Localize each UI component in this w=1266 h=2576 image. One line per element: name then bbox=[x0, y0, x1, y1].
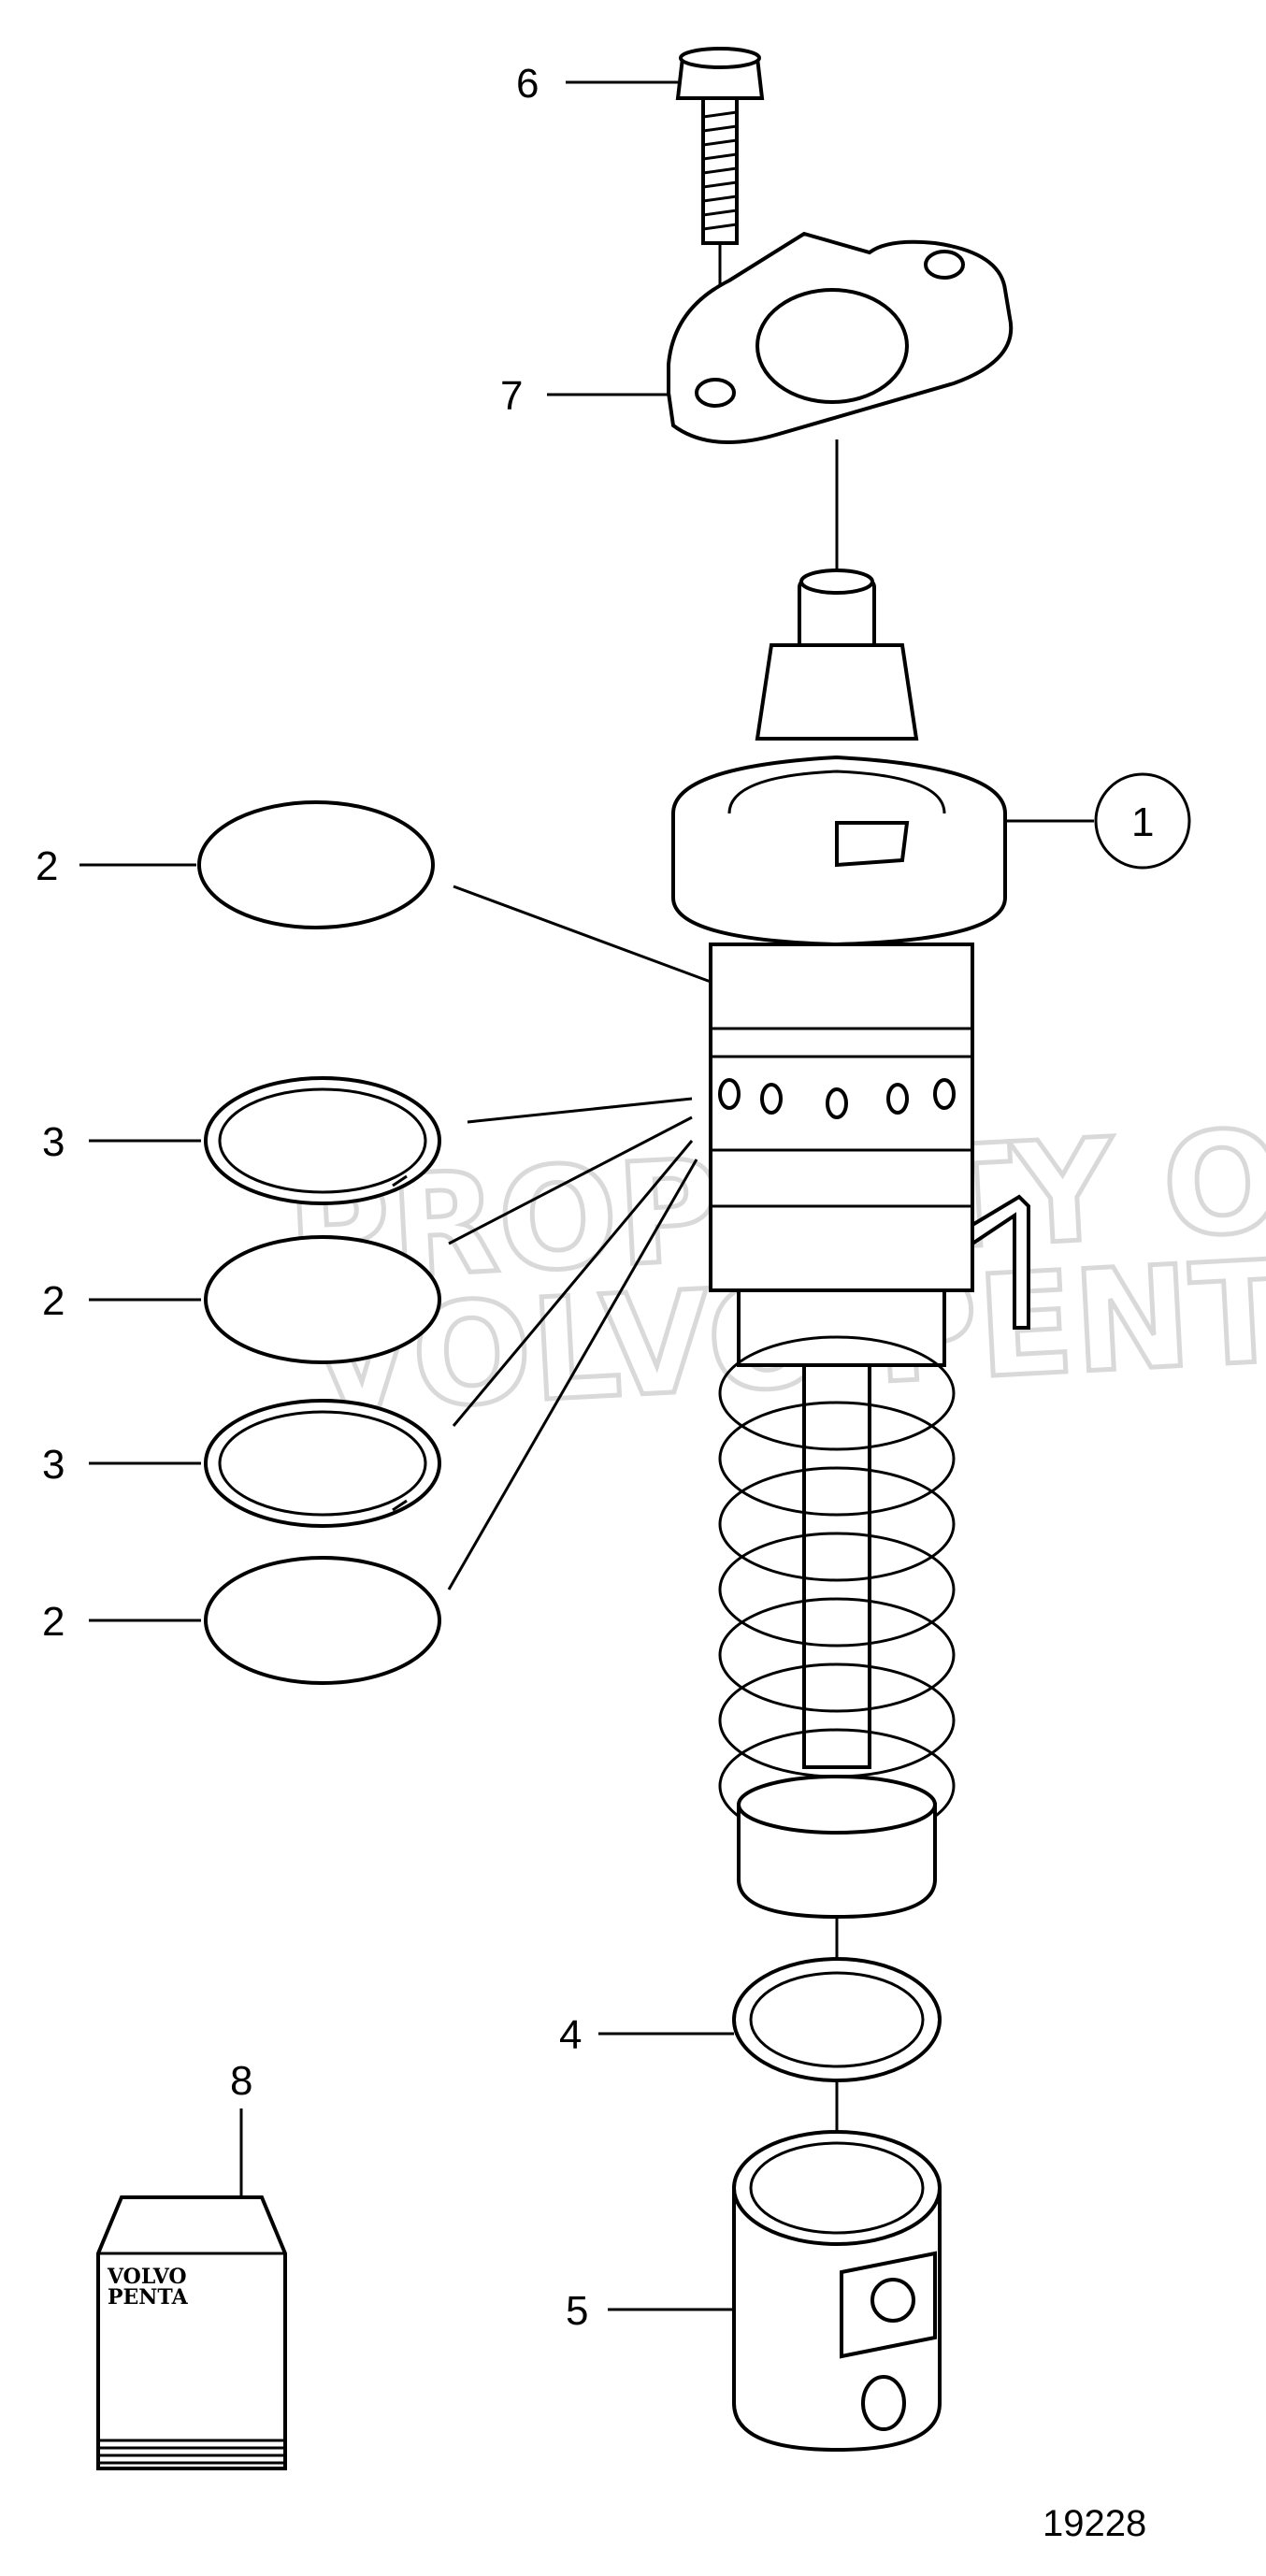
ring-upper bbox=[204, 1076, 441, 1205]
callout-7: 7 bbox=[500, 373, 523, 419]
kit-label-line1: VOLVO bbox=[107, 2265, 187, 2289]
sleeve-part bbox=[732, 2130, 942, 2453]
ring-lower bbox=[204, 1399, 441, 1528]
leader-lines bbox=[79, 80, 1094, 2311]
pump-body-part bbox=[671, 568, 1030, 1920]
o-ring-middle bbox=[204, 1235, 441, 1364]
callout-labels: 6 7 1 2 3 2 3 2 4 8 5 bbox=[36, 61, 1191, 2334]
callout-1: 1 bbox=[1131, 799, 1154, 845]
kit-box-part: VOLVO PENTA bbox=[96, 2195, 287, 2470]
flange-part bbox=[667, 231, 1014, 444]
washer-part bbox=[732, 1957, 942, 2082]
callout-3-lower: 3 bbox=[42, 1442, 65, 1488]
callout-2-lower: 2 bbox=[42, 1599, 65, 1645]
callout-4: 4 bbox=[559, 2012, 582, 2058]
bolt-part bbox=[675, 47, 765, 245]
callout-2-middle: 2 bbox=[42, 1278, 65, 1324]
o-ring-lower bbox=[204, 1556, 441, 1685]
callout-6: 6 bbox=[516, 61, 539, 107]
kit-label-line2: PENTA bbox=[108, 2285, 189, 2310]
callout-3-upper: 3 bbox=[42, 1119, 65, 1165]
callout-5: 5 bbox=[566, 2288, 588, 2334]
callout-1-circle bbox=[1094, 772, 1191, 870]
callout-2-upper: 2 bbox=[36, 843, 58, 889]
figure-number: 19228 bbox=[1043, 2503, 1146, 2544]
o-ring-upper bbox=[197, 800, 435, 929]
callout-8: 8 bbox=[230, 2058, 252, 2104]
